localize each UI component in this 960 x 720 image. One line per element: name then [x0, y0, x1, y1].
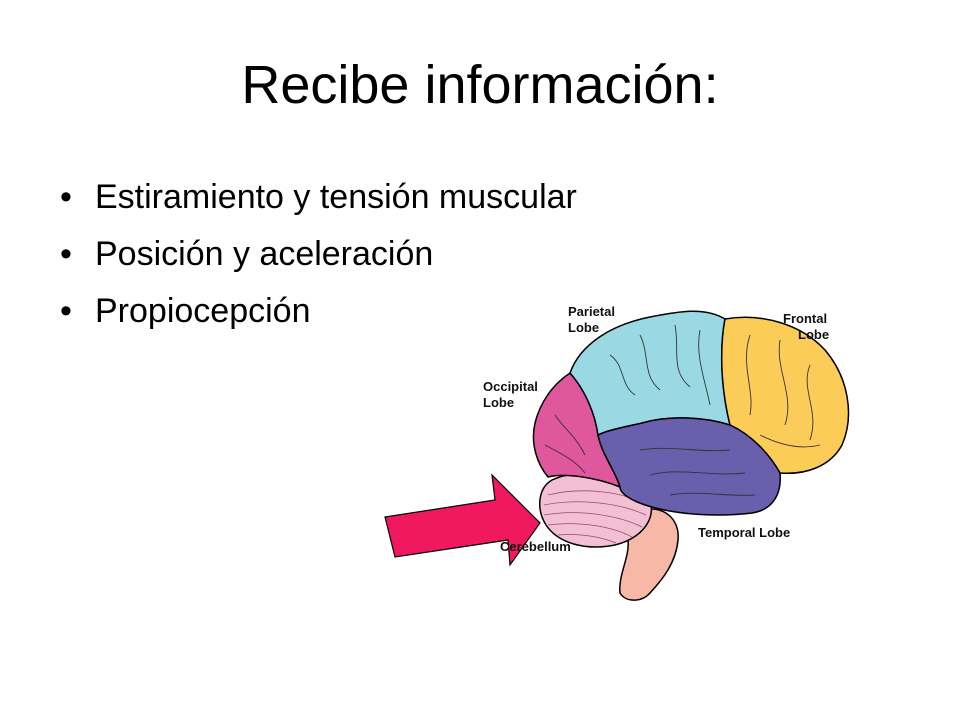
label-occipital-line1: Occipital	[483, 379, 538, 394]
bullet-marker: •	[60, 178, 72, 216]
bullet-marker: •	[60, 235, 72, 273]
bullet-text: Posición y aceleración	[95, 235, 434, 273]
bullet-text: Estiramiento y tensión muscular	[95, 178, 577, 216]
slide-title: Recibe información:	[241, 55, 719, 115]
brain-gyri	[544, 324, 821, 496]
pointer-arrow	[384, 473, 541, 567]
label-parietal-line2: Lobe	[568, 320, 599, 335]
cerebellum-folds	[543, 490, 647, 544]
frontal-lobe	[721, 316, 850, 475]
label-frontal-line2: Lobe	[798, 327, 829, 342]
bullet-item: • Estiramiento y tensión muscular	[60, 180, 577, 214]
temporal-lobe	[597, 417, 781, 516]
bullet-item: • Posición y aceleración	[60, 237, 577, 271]
label-parietal-line1: Parietal	[568, 304, 615, 319]
bullet-marker: •	[60, 292, 72, 330]
bullet-text: Propiocepción	[95, 292, 311, 330]
brain-diagram: Parietal Lobe Frontal Lobe Occipital Lob…	[384, 304, 850, 601]
bullet-item: • Propiocepción	[60, 294, 577, 328]
label-cerebellum: Cerebellum	[500, 539, 571, 554]
label-occipital-line2: Lobe	[483, 395, 514, 410]
label-frontal-line1: Frontal	[783, 311, 827, 326]
label-temporal: Temporal Lobe	[698, 525, 790, 540]
bullet-list: • Estiramiento y tensión muscular • Posi…	[60, 180, 577, 351]
